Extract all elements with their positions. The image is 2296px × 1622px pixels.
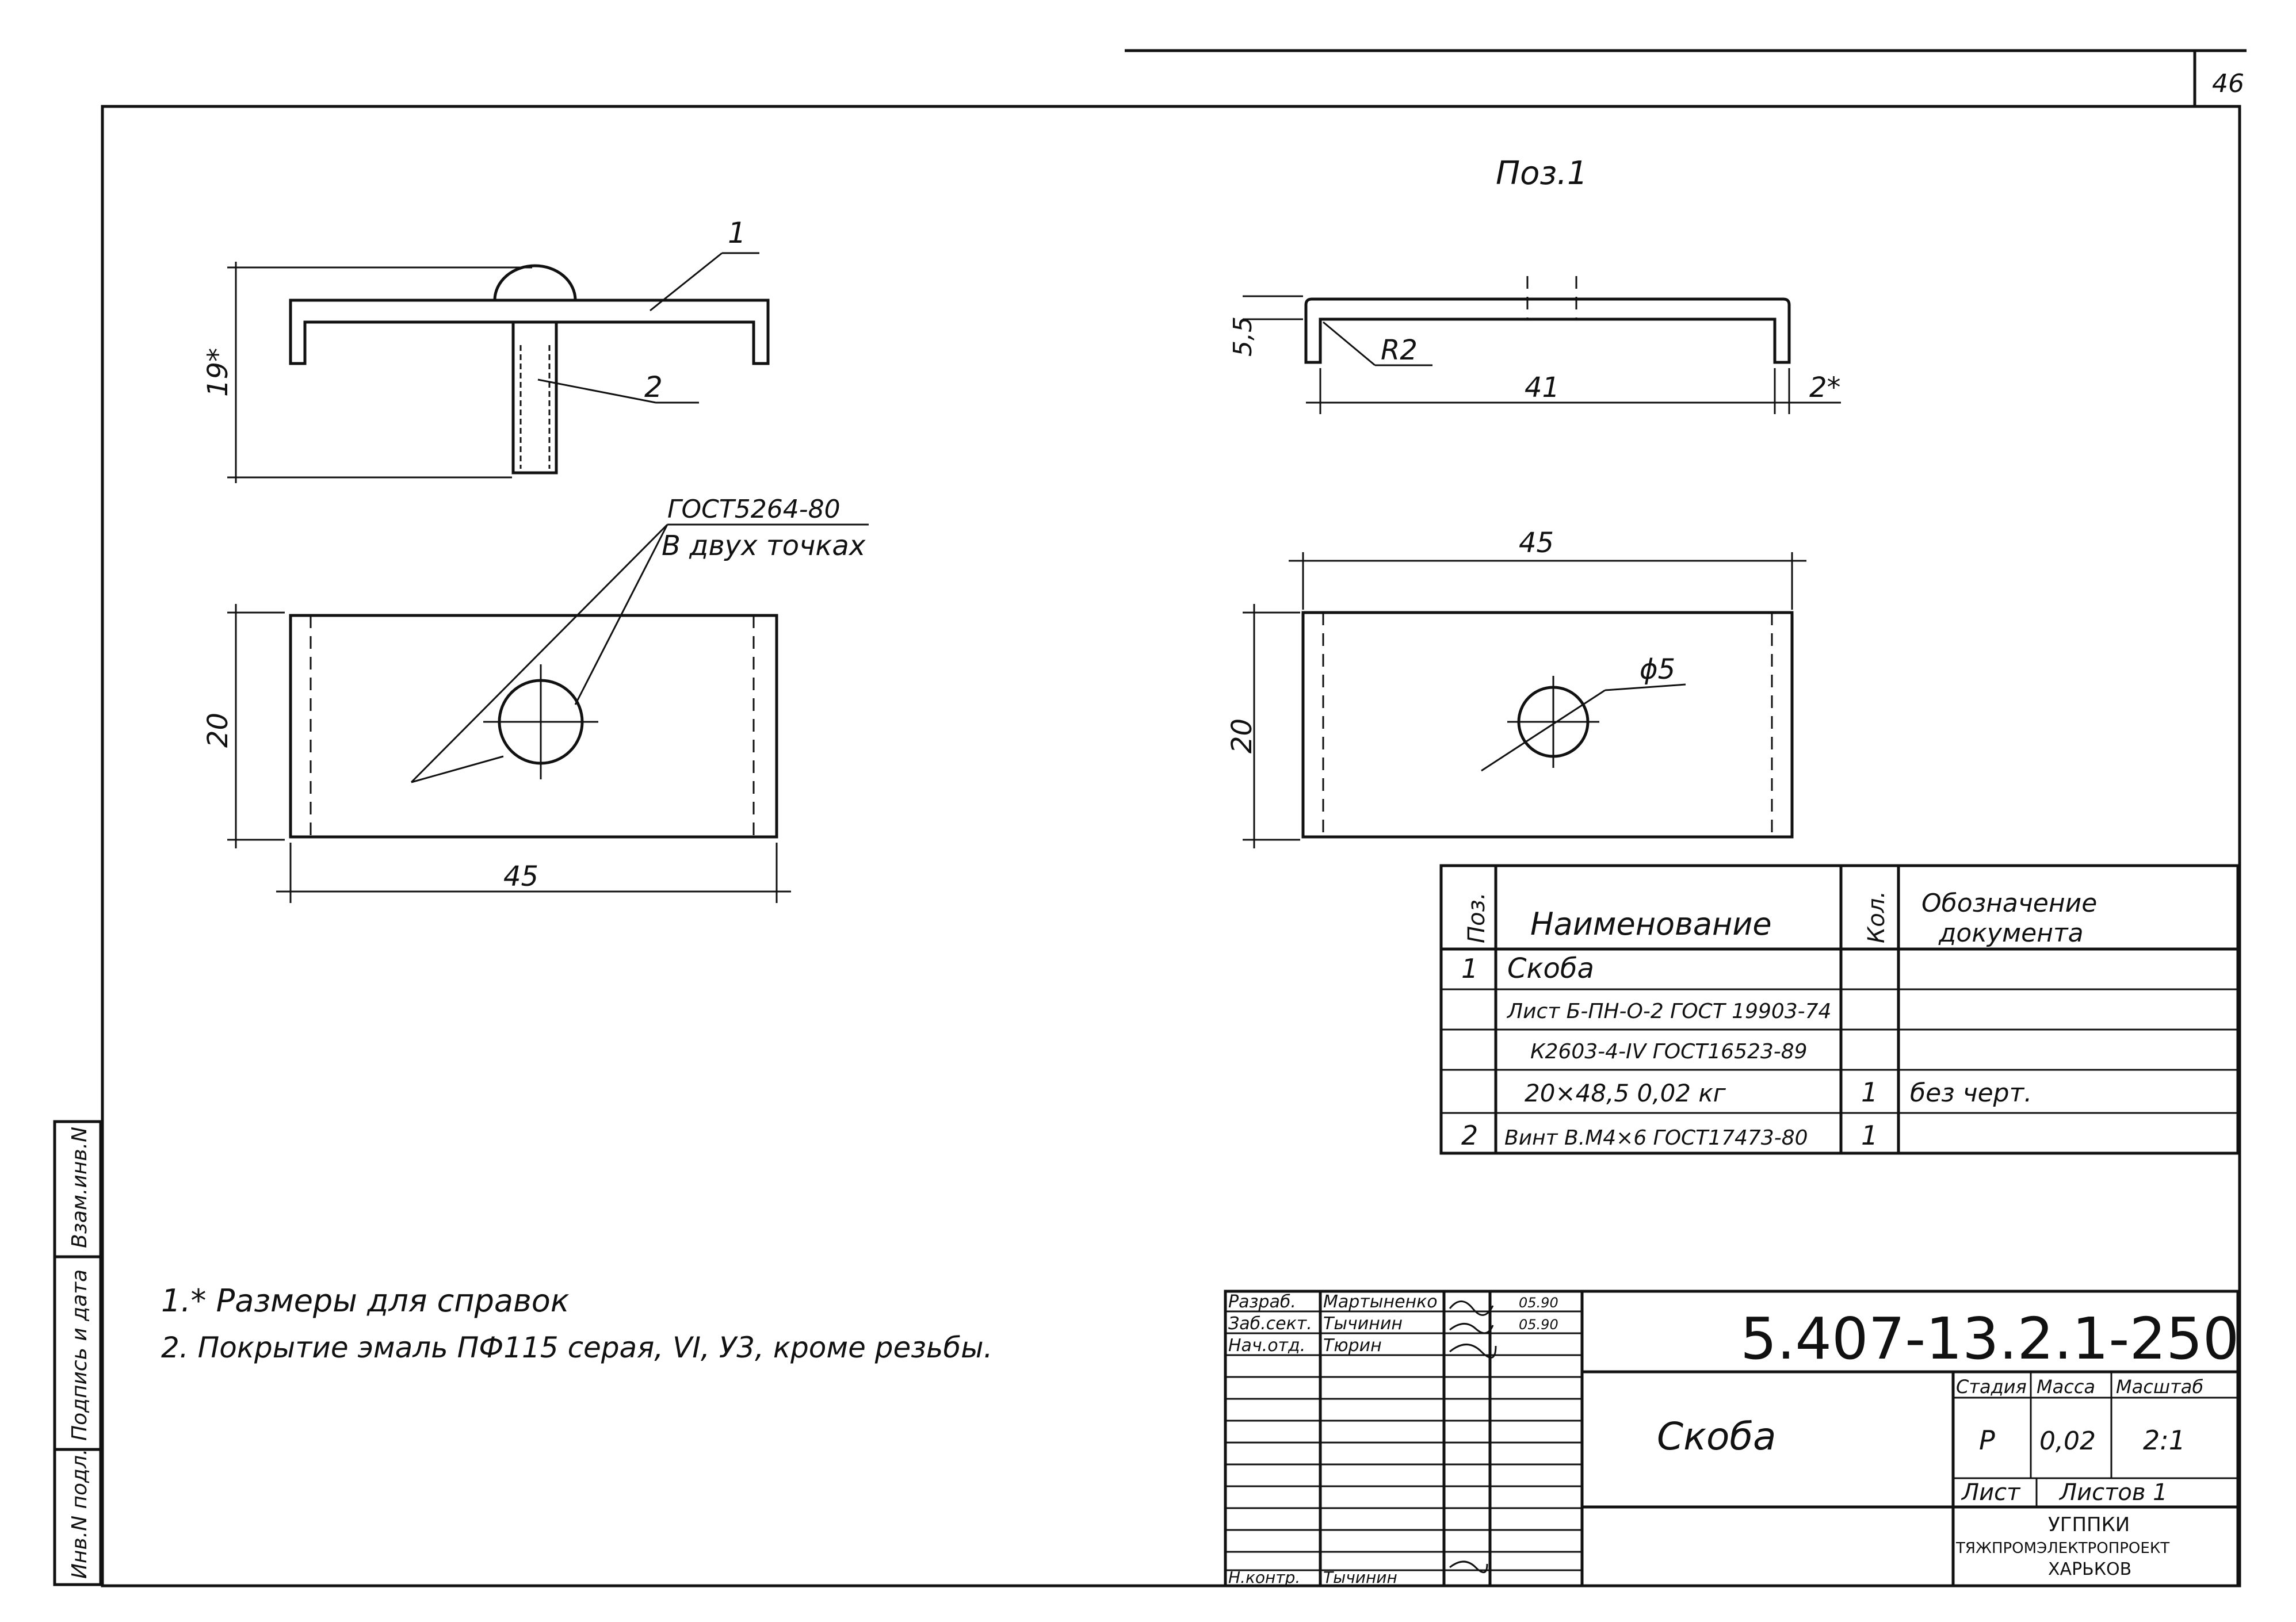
margin-stamp-box [53, 1120, 102, 1586]
spec-row-1-name: Скоба [1507, 952, 1594, 985]
title-block [1224, 1290, 2240, 1587]
sheet-label: Лист [1961, 1479, 2021, 1506]
role-2-name: Тычинин [1323, 1314, 1403, 1334]
position-title: Поз.1 [1496, 155, 1588, 192]
role-3: Нач.отд. [1228, 1336, 1305, 1356]
note-2: 2. Покрытие эмаль ПФ115 серая, VI, У3, к… [161, 1331, 993, 1364]
signature-3 [1449, 1344, 1497, 1359]
dim-r2: R2 [1381, 334, 1418, 366]
stamp-signature-date: Подпись и дата [68, 1269, 91, 1441]
scale-label: Масштаб [2116, 1376, 2203, 1398]
assembly-side-view [227, 252, 770, 483]
spec-row-4-name: 20×48,5 0,02 кг [1525, 1079, 1726, 1107]
leader-2-label: 2 [644, 370, 663, 404]
dim-2: 2* [1809, 372, 1841, 404]
dim-hole: ϕ5 [1640, 653, 1675, 686]
dim-20-right: 20 [1226, 718, 1258, 753]
dim-width-label: 20 [202, 713, 234, 748]
role-1: Разраб. [1228, 1292, 1296, 1312]
assembly-plan-view [227, 523, 869, 903]
stamp-inv-original: Инв.N подл. [68, 1449, 91, 1579]
role-4-name: Тычинин [1323, 1568, 1397, 1587]
stage-value: Р [1979, 1425, 1995, 1456]
org-line-1: УГППКИ [2048, 1513, 2130, 1536]
leader-1-label: 1 [728, 216, 746, 250]
signature-1 [1449, 1300, 1494, 1316]
dim-length-label: 45 [503, 860, 538, 893]
spec-row-5-qty: 1 [1861, 1120, 1878, 1151]
dim-41: 41 [1525, 372, 1560, 404]
dim-45-right: 45 [1519, 527, 1554, 559]
bracket-side-view [1243, 276, 1841, 414]
role-2: Заб.сект. [1228, 1314, 1312, 1334]
drawing-frame [101, 105, 2241, 1587]
org-line-2: ТЯЖПРОМЭЛЕКТРОПРОЕКТ [1955, 1540, 2169, 1557]
org-line-3: ХАРЬКОВ [2048, 1559, 2131, 1579]
spec-header-pos: Поз. [1464, 892, 1490, 943]
role-4: Н.контр. [1228, 1568, 1300, 1587]
mass-value: 0,02 [2039, 1426, 2096, 1456]
stamp-replace-inv: Взам.инв.N [68, 1127, 91, 1248]
spec-header-doc: Обозначение документа [1921, 889, 2105, 948]
part-name: Скоба [1657, 1414, 1776, 1459]
spec-row-3-name: К2603-4-IV ГОСТ16523-89 [1530, 1040, 1808, 1064]
bracket-plan-view [1243, 552, 1806, 848]
spec-row-4-doc: без черт. [1910, 1078, 2032, 1108]
role-1-name: Мартыненко [1323, 1292, 1438, 1312]
stage-label: Стадия [1956, 1376, 2027, 1398]
signature-2 [1449, 1323, 1494, 1334]
scale-value: 2:1 [2143, 1425, 2186, 1456]
sheet-number: 46 [2212, 69, 2244, 98]
mass-label: Масса [2037, 1376, 2095, 1398]
spec-header-qty: Кол. [1863, 891, 1890, 943]
spec-row-4-qty: 1 [1861, 1077, 1878, 1108]
document-number: 5.407-13.2.1-250 [1740, 1305, 2239, 1372]
spec-header-name: Наименование [1530, 906, 1772, 942]
spec-row-1-pos: 1 [1461, 953, 1478, 984]
specification-table [1439, 864, 2240, 1155]
weld-standard: ГОСТ5264-80 [667, 495, 841, 524]
spec-row-2-name: Лист Б-ПН-О-2 ГОСТ 19903-74 [1506, 1000, 1831, 1023]
spec-row-5-pos: 2 [1461, 1120, 1478, 1151]
dim-5-5: 5,5 [1228, 316, 1258, 357]
weld-note: В двух точках [662, 530, 866, 562]
role-1-date: 05.90 [1519, 1295, 1558, 1311]
signature-4 [1449, 1560, 1488, 1574]
role-2-date: 05.90 [1519, 1317, 1558, 1333]
note-1: 1.* Размеры для справок [161, 1283, 570, 1319]
spec-row-5-name: Винт В.М4×6 ГОСТ17473-80 [1504, 1126, 1808, 1150]
sheets-label: Листов 1 [2058, 1479, 2168, 1506]
role-3-name: Тюрин [1323, 1336, 1382, 1356]
dim-height-label: 19* [202, 348, 234, 397]
